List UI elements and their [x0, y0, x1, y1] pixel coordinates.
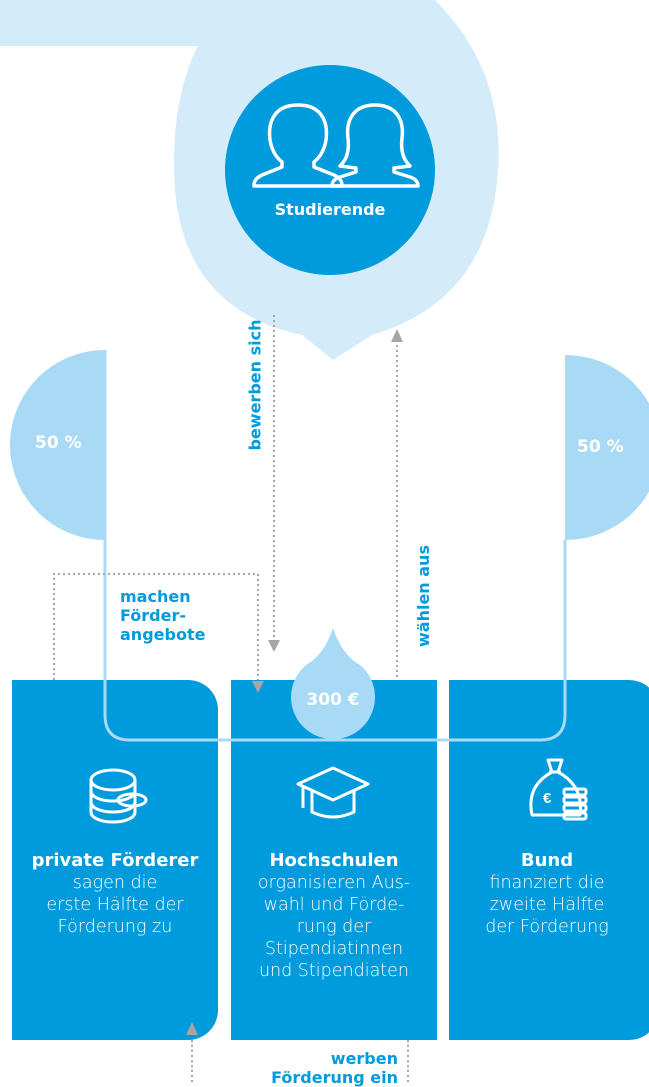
select-label: wählen aus	[414, 545, 433, 647]
top-band	[0, 0, 240, 46]
card-bg	[12, 680, 218, 1040]
apply-label: bewerben sich	[245, 319, 265, 451]
percent-left: 50 %	[35, 433, 82, 453]
studierende-label: Studierende	[274, 200, 386, 219]
card-bund: Bund finanziert die zweite Hälfte der Fö…	[449, 850, 645, 938]
coins-icon	[89, 768, 148, 824]
arrow-heads	[186, 329, 403, 1035]
card-bg	[449, 680, 649, 1040]
dotted-arrows	[53, 315, 409, 1084]
offers-label: machen Förder- angebote	[120, 587, 206, 644]
graduation-cap-icon	[296, 766, 370, 819]
right-half-circle	[565, 355, 649, 540]
left-half-circle	[10, 350, 105, 540]
studierende-circle	[225, 65, 435, 275]
recruit-label: werben Förderung ein	[271, 1049, 398, 1087]
amount-label: 300 €	[306, 690, 360, 710]
card-hochschulen: Hochschulen organisieren Aus- wahl und F…	[231, 850, 437, 982]
percent-right: 50 %	[577, 437, 624, 457]
person-icon	[330, 103, 420, 188]
card-title: Hochschulen	[269, 850, 399, 871]
person-icon	[252, 103, 344, 188]
euro-sign: €	[543, 790, 552, 807]
amount-droplet	[291, 628, 375, 740]
card-private: private Förderer sagen die erste Hälfte …	[12, 850, 218, 938]
money-bag-icon	[529, 758, 588, 821]
card-title: private Förderer	[31, 850, 199, 871]
flow-line	[103, 350, 567, 742]
card-title: Bund	[520, 850, 574, 871]
card-bg	[12, 680, 52, 1040]
